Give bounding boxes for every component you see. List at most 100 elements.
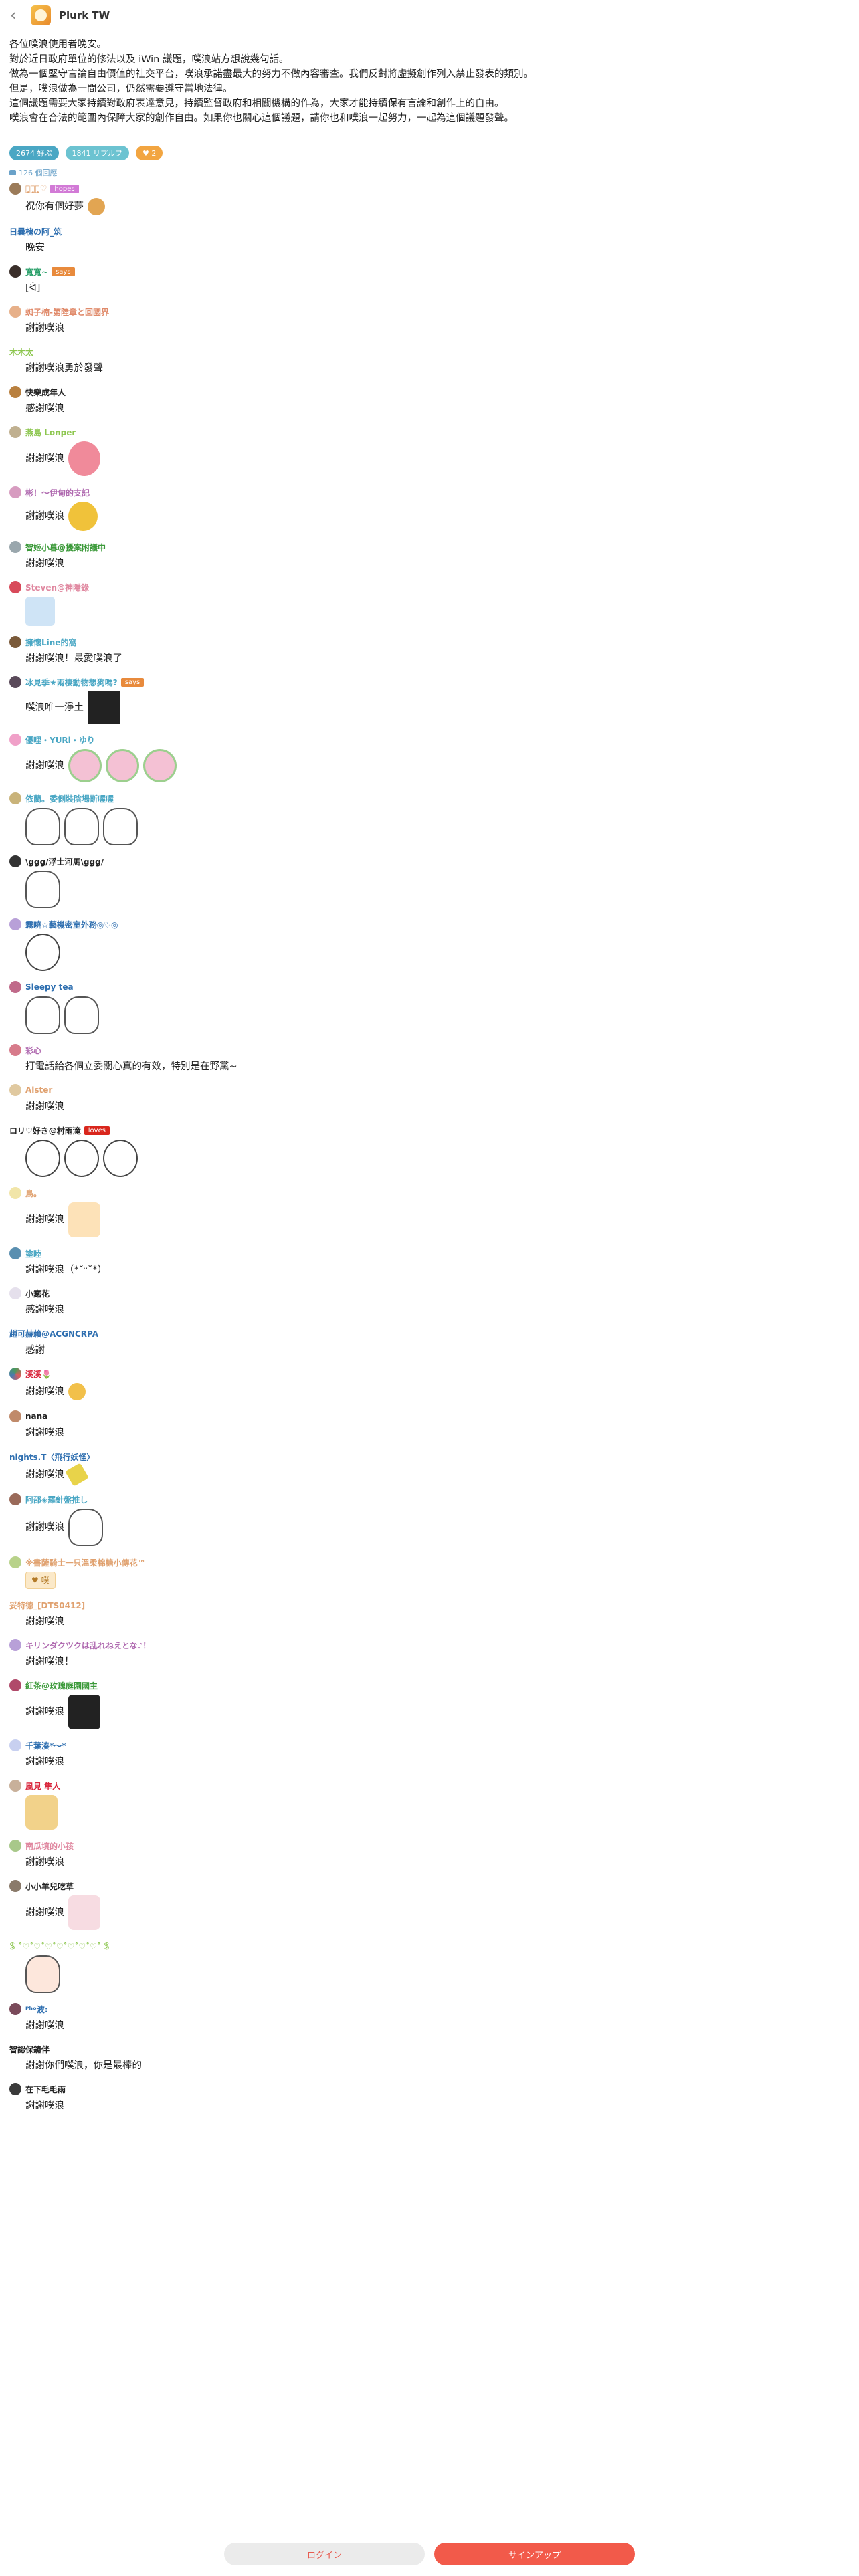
emoticon-icon bbox=[25, 934, 60, 971]
username[interactable]: 日曇槐の阿_筑 bbox=[9, 227, 62, 237]
username[interactable]: ロリ♡好き@村雨滝 bbox=[9, 1125, 81, 1136]
avatar[interactable] bbox=[9, 183, 21, 195]
username[interactable]: Steven@神隱錄 bbox=[25, 582, 90, 593]
username[interactable]: 風見 隼人 bbox=[25, 1781, 61, 1791]
username[interactable]: ハ̣̥ハ̣̥ハ̣̥♡ bbox=[25, 184, 47, 193]
avatar[interactable] bbox=[9, 1084, 21, 1096]
response-text: [ᐛ] bbox=[25, 283, 41, 294]
avatar[interactable] bbox=[9, 1840, 21, 1852]
avatar[interactable] bbox=[9, 426, 21, 438]
username[interactable]: 燕島 Lonper bbox=[25, 427, 76, 437]
username[interactable]: 塗睦 bbox=[25, 1249, 42, 1259]
avatar[interactable] bbox=[9, 1368, 21, 1380]
avatar[interactable] bbox=[9, 1247, 21, 1259]
emoticon-icon bbox=[25, 871, 60, 908]
username[interactable]: ᴾʰᵒ波: bbox=[25, 2004, 48, 2014]
username[interactable]: 阿邵◈羅針盤推し bbox=[25, 1495, 88, 1505]
username[interactable]: 紅茶@玫瑰庭園國主 bbox=[25, 1681, 98, 1691]
avatar[interactable] bbox=[9, 306, 21, 318]
avatar[interactable] bbox=[9, 386, 21, 398]
avatar[interactable] bbox=[9, 1187, 21, 1199]
username[interactable]: 霧曉☆藝機密室外務◎♡◎ bbox=[25, 920, 118, 930]
avatar[interactable] bbox=[9, 581, 21, 593]
username[interactable]: 優哩・YURi・ゆり bbox=[25, 735, 95, 745]
avatar[interactable] bbox=[9, 2003, 21, 2015]
username[interactable]: キリンダクツクは乱れねえとな♪！ bbox=[25, 1640, 151, 1650]
username[interactable]: ꌗ ˚♡˚♡˚♡˚♡˚♡˚♡˚♡˚ ꌗ bbox=[9, 1942, 110, 1951]
response-text: 感謝噗浪 bbox=[25, 403, 64, 414]
avatar[interactable] bbox=[9, 918, 21, 930]
username[interactable]: 鳥。 bbox=[25, 1188, 42, 1198]
username[interactable]: 智姬小暮@擾案附議中 bbox=[25, 542, 106, 552]
avatar[interactable] bbox=[9, 1780, 21, 1792]
response-text: 謝謝噗浪（*˘ᵕ˘*） bbox=[25, 1265, 107, 1275]
response-text: 謝謝噗浪 bbox=[25, 760, 64, 771]
username[interactable]: 木木太 bbox=[9, 347, 34, 357]
avatar[interactable] bbox=[9, 636, 21, 648]
username[interactable]: 寬寬~ bbox=[25, 267, 49, 277]
avatar[interactable] bbox=[9, 1880, 21, 1892]
avatar[interactable] bbox=[9, 541, 21, 553]
list-item: 阿邵◈羅針盤推し 謝謝噗浪 bbox=[9, 1493, 846, 1546]
avatar[interactable] bbox=[9, 1556, 21, 1568]
avatar[interactable] bbox=[9, 1679, 21, 1691]
username[interactable]: nights.T〈飛行妖怪〉 bbox=[9, 1452, 95, 1462]
login-button[interactable]: ログイン bbox=[224, 2543, 425, 2565]
username[interactable]: nana bbox=[25, 1412, 48, 1421]
username[interactable]: 趙可赫賴@ACGNCRPA bbox=[9, 1329, 99, 1339]
response-list: ハ̣̥ハ̣̥ハ̣̥♡ hopes 祝你有個好夢 日曇槐の阿_筑 晚安 寬寬~ s… bbox=[9, 182, 846, 2123]
emoticon-icon bbox=[64, 808, 99, 845]
username[interactable]: 溪溪🌷 bbox=[25, 1369, 52, 1379]
avatar[interactable] bbox=[9, 1044, 21, 1056]
back-chevron-icon[interactable]: ‹ bbox=[9, 5, 17, 25]
username[interactable]: 智認保鑣伴 bbox=[9, 2044, 50, 2054]
avatar[interactable] bbox=[9, 486, 21, 498]
channel-avatar[interactable] bbox=[31, 5, 51, 25]
post-line: 這個議題需要大家持續對政府表達意見，持續監督政府和相關機構的作為，大家才能持續保… bbox=[9, 98, 504, 109]
avatar[interactable] bbox=[9, 1493, 21, 1505]
list-item: 蜘子楠-第陸章と回國界 謝謝噗浪 bbox=[9, 305, 846, 336]
username[interactable]: 擁懷Line的窩 bbox=[25, 637, 77, 647]
username[interactable]: ※書薩騎士一只溫柔棉糖小傳花™ bbox=[25, 1558, 146, 1568]
emoticon-icon bbox=[65, 1463, 89, 1487]
username[interactable]: \ggg/浮士河馬\ggg/ bbox=[25, 857, 104, 867]
avatar[interactable] bbox=[9, 981, 21, 993]
username[interactable]: 南瓜填的小孩 bbox=[25, 1841, 74, 1851]
username[interactable]: 在下毛毛雨 bbox=[25, 2084, 66, 2095]
avatar[interactable] bbox=[9, 855, 21, 867]
heart-button[interactable]: ♥ 噗 bbox=[25, 1572, 56, 1589]
avatar[interactable] bbox=[9, 1739, 21, 1751]
avatar[interactable] bbox=[9, 1287, 21, 1299]
replies-badge[interactable]: 1841 リプルプ bbox=[65, 146, 129, 160]
username[interactable]: 小蠢花 bbox=[25, 1289, 50, 1299]
username[interactable]: 彬！～伊甸的支記 bbox=[25, 488, 90, 498]
signup-button[interactable]: サインアップ bbox=[434, 2543, 635, 2565]
avatar[interactable] bbox=[9, 792, 21, 804]
list-item: 塗睦 謝謝噗浪（*˘ᵕ˘*） bbox=[9, 1247, 846, 1277]
list-item: 智認保鑣伴 謝謝你們噗浪，你是最棒的 bbox=[9, 2042, 846, 2073]
chat-icon bbox=[9, 170, 16, 175]
avatar[interactable] bbox=[9, 1639, 21, 1651]
response-text: 謝謝噗浪 bbox=[25, 1707, 64, 1717]
username[interactable]: 妥特德_[DTS0412] bbox=[9, 1600, 86, 1610]
username[interactable]: 依藺。委側裝陰場斯喔喔 bbox=[25, 794, 114, 804]
username[interactable]: 快樂成年人 bbox=[25, 387, 66, 397]
username[interactable]: 千葉湊*～* bbox=[25, 1741, 66, 1751]
image-thumbnail[interactable] bbox=[88, 691, 120, 724]
avatar[interactable] bbox=[9, 265, 21, 278]
username[interactable]: Alster bbox=[25, 1085, 53, 1095]
avatar[interactable] bbox=[9, 2083, 21, 2095]
username[interactable]: 小小羊兒吃草 bbox=[25, 1881, 74, 1891]
avatar[interactable] bbox=[9, 1410, 21, 1422]
channel-name[interactable]: Plurk TW bbox=[59, 9, 110, 21]
likes-badge[interactable]: ♥ 2 bbox=[136, 146, 163, 160]
avatar[interactable] bbox=[9, 734, 21, 746]
list-item: 在下毛毛雨 謝謝噗浪 bbox=[9, 2082, 846, 2113]
avatar[interactable] bbox=[9, 676, 21, 688]
username[interactable]: 蜘子楠-第陸章と回國界 bbox=[25, 307, 109, 317]
username[interactable]: Sleepy tea bbox=[25, 982, 74, 992]
username[interactable]: 冰見季★兩棲動物想狗嗎? bbox=[25, 677, 118, 687]
list-item: nights.T〈飛行妖怪〉 謝謝噗浪 bbox=[9, 1450, 846, 1487]
username[interactable]: 彩心 bbox=[25, 1045, 42, 1055]
list-item: 小蠢花 感謝噗浪 bbox=[9, 1287, 846, 1317]
